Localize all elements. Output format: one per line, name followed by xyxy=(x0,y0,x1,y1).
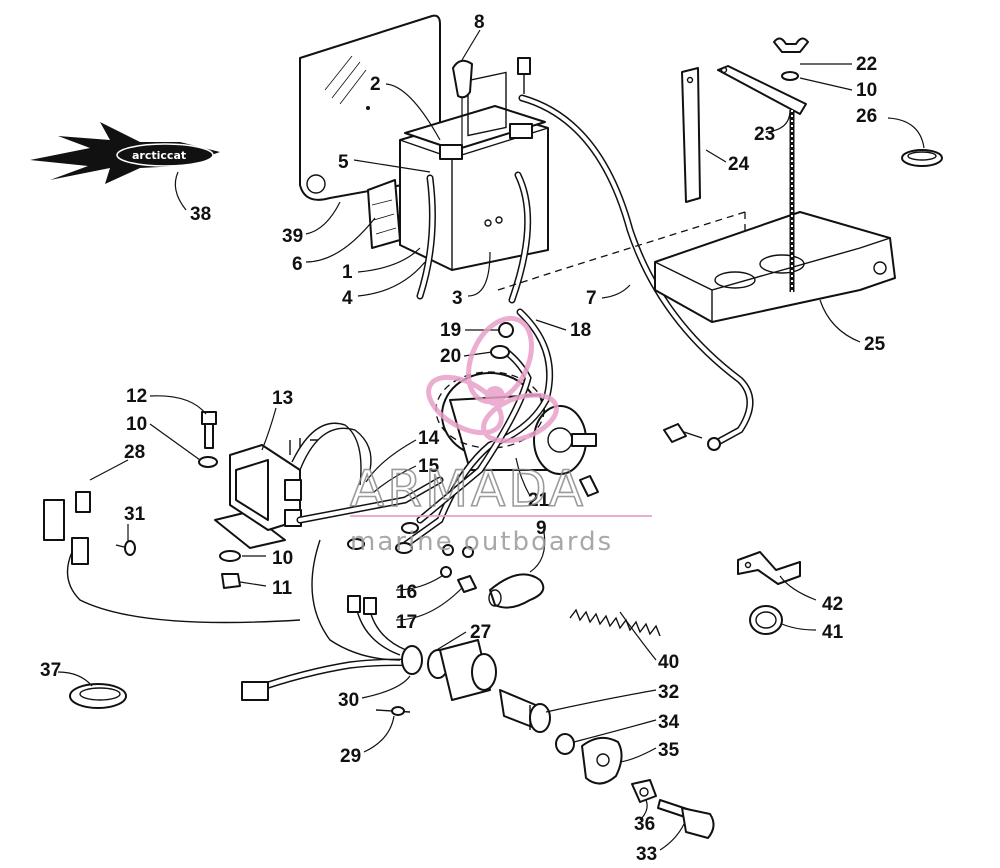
ground-bolt xyxy=(663,423,703,443)
callout-8: 8 xyxy=(474,12,485,33)
callout-14: 14 xyxy=(418,428,440,449)
hose-clamp xyxy=(749,605,783,635)
hold-down-bracket xyxy=(717,65,807,115)
battery-pad xyxy=(367,179,401,249)
screw xyxy=(115,540,136,556)
ignition-plate xyxy=(581,736,623,785)
hold-down-strap xyxy=(681,67,701,203)
svg-text:arcticcat: arcticcat xyxy=(132,149,186,162)
leader-lines xyxy=(57,29,925,851)
ignition-key xyxy=(657,799,715,839)
battery-tray xyxy=(654,211,896,323)
callout-35: 35 xyxy=(658,740,680,761)
wing-nut xyxy=(773,37,809,53)
solenoid-wire xyxy=(299,427,372,471)
callout-16: 16 xyxy=(396,582,417,603)
callout-37: 37 xyxy=(40,660,61,681)
callout-5: 5 xyxy=(338,152,349,173)
harness-clamp xyxy=(401,645,423,675)
callout-29: 29 xyxy=(340,746,361,767)
callout-13: 13 xyxy=(272,388,293,409)
callout-11: 11 xyxy=(272,578,293,599)
callout-labels: 8 2 5 39 6 1 4 3 38 7 18 19 20 22 10 26 … xyxy=(40,12,886,865)
callout-9: 9 xyxy=(536,518,547,539)
callout-17: 17 xyxy=(396,612,417,633)
callout-4: 4 xyxy=(342,288,353,309)
wire-tie xyxy=(375,706,411,716)
switch-nut xyxy=(631,779,657,803)
callout-10-mid: 10 xyxy=(126,414,147,435)
callout-21: 21 xyxy=(528,490,550,511)
callout-22: 22 xyxy=(856,54,877,75)
callout-27: 27 xyxy=(470,622,491,643)
washer xyxy=(198,456,218,468)
cable-bolt xyxy=(517,57,531,94)
callout-42: 42 xyxy=(822,594,843,615)
callout-38: 38 xyxy=(190,204,211,225)
cable-tie xyxy=(901,149,943,167)
washer xyxy=(219,550,241,562)
callout-34: 34 xyxy=(658,712,680,733)
alignment-line xyxy=(497,211,746,291)
callout-30: 30 xyxy=(338,690,359,711)
watermark-propeller-logo xyxy=(426,315,559,444)
battery xyxy=(399,71,549,271)
callout-19: 19 xyxy=(440,320,461,341)
terminal-ring xyxy=(490,345,510,359)
callout-6: 6 xyxy=(292,254,303,275)
terminal-boot xyxy=(488,573,545,609)
callout-10-top: 10 xyxy=(856,80,877,101)
callout-36: 36 xyxy=(634,814,655,835)
starter-solenoid xyxy=(214,444,302,549)
callout-31: 31 xyxy=(124,504,146,525)
bolt xyxy=(201,411,217,449)
spring xyxy=(569,608,661,637)
watermark-subtitle: marine outboards xyxy=(350,527,613,557)
cable-strap xyxy=(69,683,127,709)
callout-28: 28 xyxy=(124,442,145,463)
ignition-switch xyxy=(499,689,551,733)
nut xyxy=(221,573,241,589)
callout-15: 15 xyxy=(418,456,440,477)
watermark-title: ARMADA xyxy=(350,460,586,518)
terminal-cap xyxy=(452,59,473,145)
callout-10-low: 10 xyxy=(272,548,293,569)
wiring-harness xyxy=(241,539,497,701)
callout-39: 39 xyxy=(282,226,303,247)
callout-25: 25 xyxy=(864,334,886,355)
callout-33: 33 xyxy=(636,844,657,865)
callout-3: 3 xyxy=(452,288,463,309)
arctic-cat-decal: arcticcat xyxy=(30,122,220,184)
watermark: ARMADA marine outboards xyxy=(349,315,652,557)
mounting-bracket xyxy=(737,551,801,585)
callout-12: 12 xyxy=(126,386,147,407)
callout-7: 7 xyxy=(586,288,597,309)
nut xyxy=(498,322,514,338)
callout-32: 32 xyxy=(658,682,679,703)
callout-40: 40 xyxy=(658,652,679,673)
callout-20: 20 xyxy=(440,346,461,367)
callout-41: 41 xyxy=(822,622,844,643)
lock-ring xyxy=(555,733,575,755)
lock-washer xyxy=(440,566,452,578)
callout-26: 26 xyxy=(856,106,877,127)
fuse-holder xyxy=(43,491,301,624)
callout-18: 18 xyxy=(570,320,591,341)
callout-2: 2 xyxy=(370,74,381,95)
washer xyxy=(781,71,799,81)
callout-1: 1 xyxy=(342,262,353,283)
callout-23: 23 xyxy=(754,124,775,145)
callout-24: 24 xyxy=(728,154,750,175)
